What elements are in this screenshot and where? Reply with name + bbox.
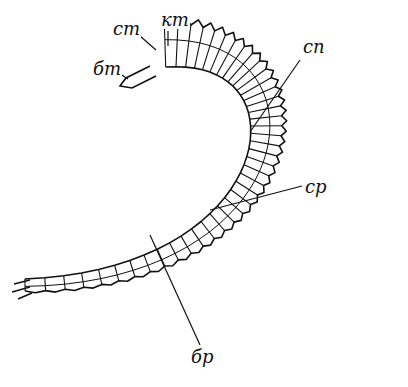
segment-line [228,53,253,81]
segment-line [240,173,263,186]
leader-line [150,235,200,345]
leader-line [140,36,156,50]
segment-line [195,28,204,69]
segment-line [130,261,135,277]
segment-line [237,69,266,90]
part-label: бр [190,348,215,366]
segment-line [250,141,279,146]
segment-line [192,229,204,246]
leader-line [210,186,302,210]
segment-line [44,278,46,291]
segment-line [176,24,178,67]
segment-line [115,265,119,281]
segment-line [201,222,214,239]
segment-line [64,276,65,290]
segment-line [218,206,235,222]
segment-line [82,273,84,287]
segment-line [217,41,236,75]
segment-line [233,61,260,86]
part-label: кт [160,11,190,29]
segment-line [170,243,179,260]
segment-line [241,78,272,96]
leader-line [250,60,300,132]
segment-line [247,157,273,166]
leader-line [167,31,168,46]
part-label: ср [304,178,328,196]
leader-lines [117,31,302,345]
segment-line [164,23,165,67]
segment-line [186,25,191,67]
segment-line [236,181,258,195]
segment-line [210,35,226,72]
part-label: ст [112,20,141,38]
inner-edge [25,67,251,279]
segment-line [223,47,245,79]
outer-edge [25,16,287,292]
segment-line [181,236,191,253]
segment-line [244,165,269,176]
tail-bristles [12,280,32,299]
body-line [25,40,270,287]
part-label: бт [92,60,122,78]
part-label: сп [302,38,326,56]
segment-line [250,116,282,119]
segment-line [99,270,102,285]
segmented-body [25,16,287,292]
segment-line [249,149,277,156]
segment-line [210,214,225,231]
segment-line [144,255,150,272]
segment-line [251,133,281,136]
